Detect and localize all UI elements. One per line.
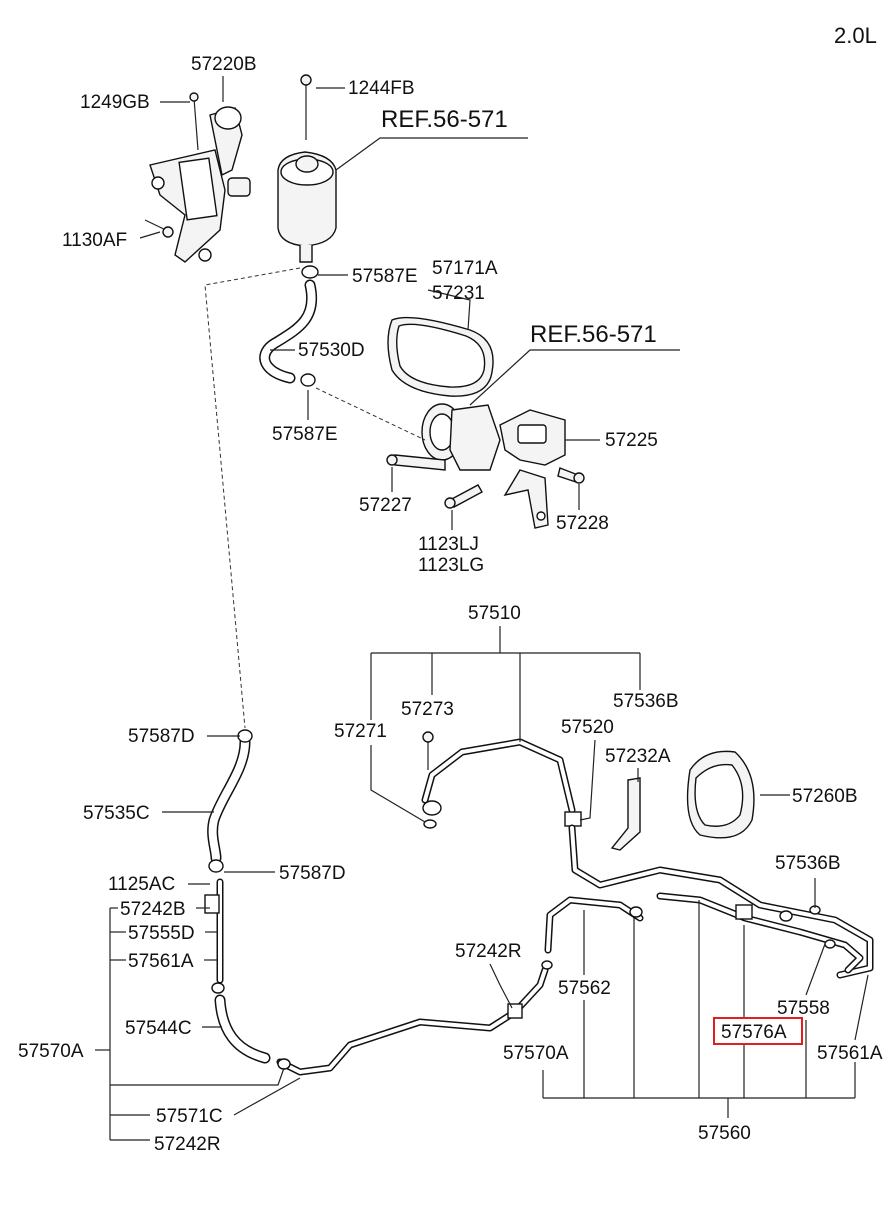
- label-1249gb: 1249GB: [80, 92, 150, 113]
- cover-57260b-drawing: [686, 750, 755, 839]
- label-57571c: 57571C: [156, 1106, 223, 1127]
- label-57587d-bottom: 57587D: [279, 863, 346, 884]
- label-1123lj: 1123LJ: [418, 534, 479, 555]
- label-57242r-bottom: 57242R: [154, 1134, 221, 1155]
- engine-label: 2.0L: [834, 23, 877, 48]
- label-57271: 57271: [334, 721, 387, 742]
- belt-57231-drawing: [387, 316, 494, 397]
- label-57273: 57273: [401, 699, 454, 720]
- reference-reservoir[interactable]: REF.56-571: [381, 106, 508, 133]
- label-57232a: 57232A: [605, 746, 671, 767]
- label-57587e-bottom: 57587E: [272, 424, 338, 445]
- highlight-box-57576a[interactable]: [713, 1017, 803, 1045]
- label-57558: 57558: [777, 998, 830, 1019]
- reservoir-drawing: [277, 74, 337, 263]
- label-57544c: 57544C: [125, 1018, 192, 1039]
- label-57242r-mid: 57242R: [455, 941, 522, 962]
- pump-assembly-drawing: [386, 403, 585, 529]
- label-57228: 57228: [556, 513, 609, 534]
- bracket-57220b-drawing: [144, 92, 251, 263]
- label-57535c: 57535C: [83, 803, 150, 824]
- label-57560: 57560: [698, 1123, 751, 1144]
- label-1244fb: 1244FB: [348, 78, 415, 99]
- label-57536b-right: 57536B: [775, 853, 841, 874]
- label-57242b: 57242B: [120, 899, 186, 920]
- reference-pump[interactable]: REF.56-571: [530, 321, 657, 348]
- label-1125ac: 1125AC: [108, 874, 175, 895]
- label-57220b: 57220B: [191, 54, 257, 75]
- label-57225: 57225: [605, 430, 658, 451]
- label-57562: 57562: [558, 978, 611, 999]
- label-1130af: 1130AF: [62, 230, 127, 251]
- label-57171a: 57171A: [432, 258, 498, 279]
- label-57555d: 57555D: [128, 923, 195, 944]
- label-57510: 57510: [468, 603, 521, 624]
- label-57536b-top: 57536B: [613, 691, 679, 712]
- label-57587d-top: 57587D: [128, 726, 195, 747]
- label-57530d: 57530D: [298, 340, 365, 361]
- label-57570a-left: 57570A: [18, 1041, 84, 1062]
- label-57561a-right: 57561A: [817, 1043, 883, 1064]
- label-57227: 57227: [359, 495, 412, 516]
- label-57520: 57520: [561, 717, 614, 738]
- label-57587e-top: 57587E: [352, 266, 418, 287]
- label-57561a-left: 57561A: [128, 951, 194, 972]
- label-57570a-right: 57570A: [503, 1043, 569, 1064]
- label-1123lg: 1123LG: [418, 555, 484, 576]
- label-57231: 57231: [432, 283, 485, 304]
- label-57576a[interactable]: 57576A: [721, 1022, 787, 1043]
- clamp-57587e-drawing: [300, 265, 319, 387]
- label-57260b: 57260B: [792, 786, 858, 807]
